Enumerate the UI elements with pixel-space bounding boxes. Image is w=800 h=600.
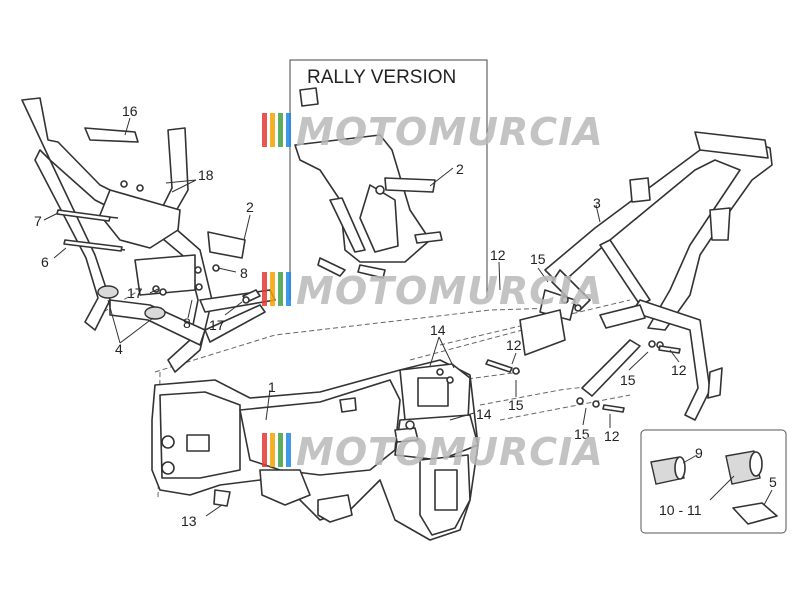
rear-subframe	[519, 131, 773, 421]
rubber-mount-a	[97, 285, 119, 299]
watermark-1: MOTOMURCIA	[262, 110, 604, 154]
callout-13: 13	[181, 513, 197, 529]
callout-2-rally: 2	[456, 161, 464, 177]
callout-17-right: 17	[209, 317, 225, 333]
callout-12-mid: 12	[506, 337, 522, 353]
watermark-3: MOTOMURCIA	[262, 430, 604, 474]
callout-15-bottom: 15	[574, 426, 590, 442]
bolt-12a	[485, 359, 513, 373]
callouts: 16 18 7 6 2 8 17 8 17 4 2 1 3 12 15 14 1…	[34, 103, 777, 529]
callout-17-left: 17	[127, 285, 143, 301]
callout-14-top: 14	[430, 322, 446, 338]
clip-5	[732, 502, 778, 525]
bolt-7	[56, 209, 111, 222]
callout-15-mid: 15	[508, 397, 524, 413]
rally-version-title: RALLY VERSION	[307, 67, 456, 88]
callout-14-bottom: 14	[476, 406, 492, 422]
svg-text:MOTOMURCIA: MOTOMURCIA	[296, 110, 604, 154]
front-subframe	[21, 97, 276, 373]
callout-6: 6	[41, 254, 49, 270]
callout-12-top: 12	[490, 247, 506, 263]
rally-subframe	[294, 87, 443, 279]
bolt-12b	[658, 345, 681, 354]
leader-lines	[43, 117, 773, 517]
callout-16: 16	[122, 103, 138, 119]
bolt-12c	[602, 404, 625, 413]
svg-text:MOTOMURCIA: MOTOMURCIA	[296, 269, 604, 313]
svg-text:MOTOMURCIA: MOTOMURCIA	[296, 430, 604, 474]
callout-8-top: 8	[240, 265, 248, 281]
callout-3: 3	[593, 195, 601, 211]
fasteners	[56, 209, 681, 413]
bolt-6	[63, 239, 123, 252]
callout-1: 1	[268, 379, 276, 395]
callout-18: 18	[198, 167, 214, 183]
inset-parts	[650, 450, 778, 525]
callout-12-right: 12	[671, 362, 687, 378]
callout-2-left: 2	[246, 199, 254, 215]
rubber-mount-b	[144, 306, 166, 320]
callout-4: 4	[115, 341, 123, 357]
callout-8-bottom: 8	[183, 315, 191, 331]
wm-stripe	[262, 113, 267, 147]
callout-7: 7	[34, 213, 42, 229]
callout-15-top: 15	[530, 251, 546, 267]
rally-version-box: RALLY VERSION	[289, 59, 488, 300]
watermark-2: MOTOMURCIA	[262, 269, 604, 313]
callout-12-bottom: 12	[604, 428, 620, 444]
callout-10-11: 10 - 11	[659, 502, 702, 518]
callout-5: 5	[769, 474, 777, 490]
callout-9: 9	[695, 445, 703, 461]
callout-15-right: 15	[620, 372, 636, 388]
